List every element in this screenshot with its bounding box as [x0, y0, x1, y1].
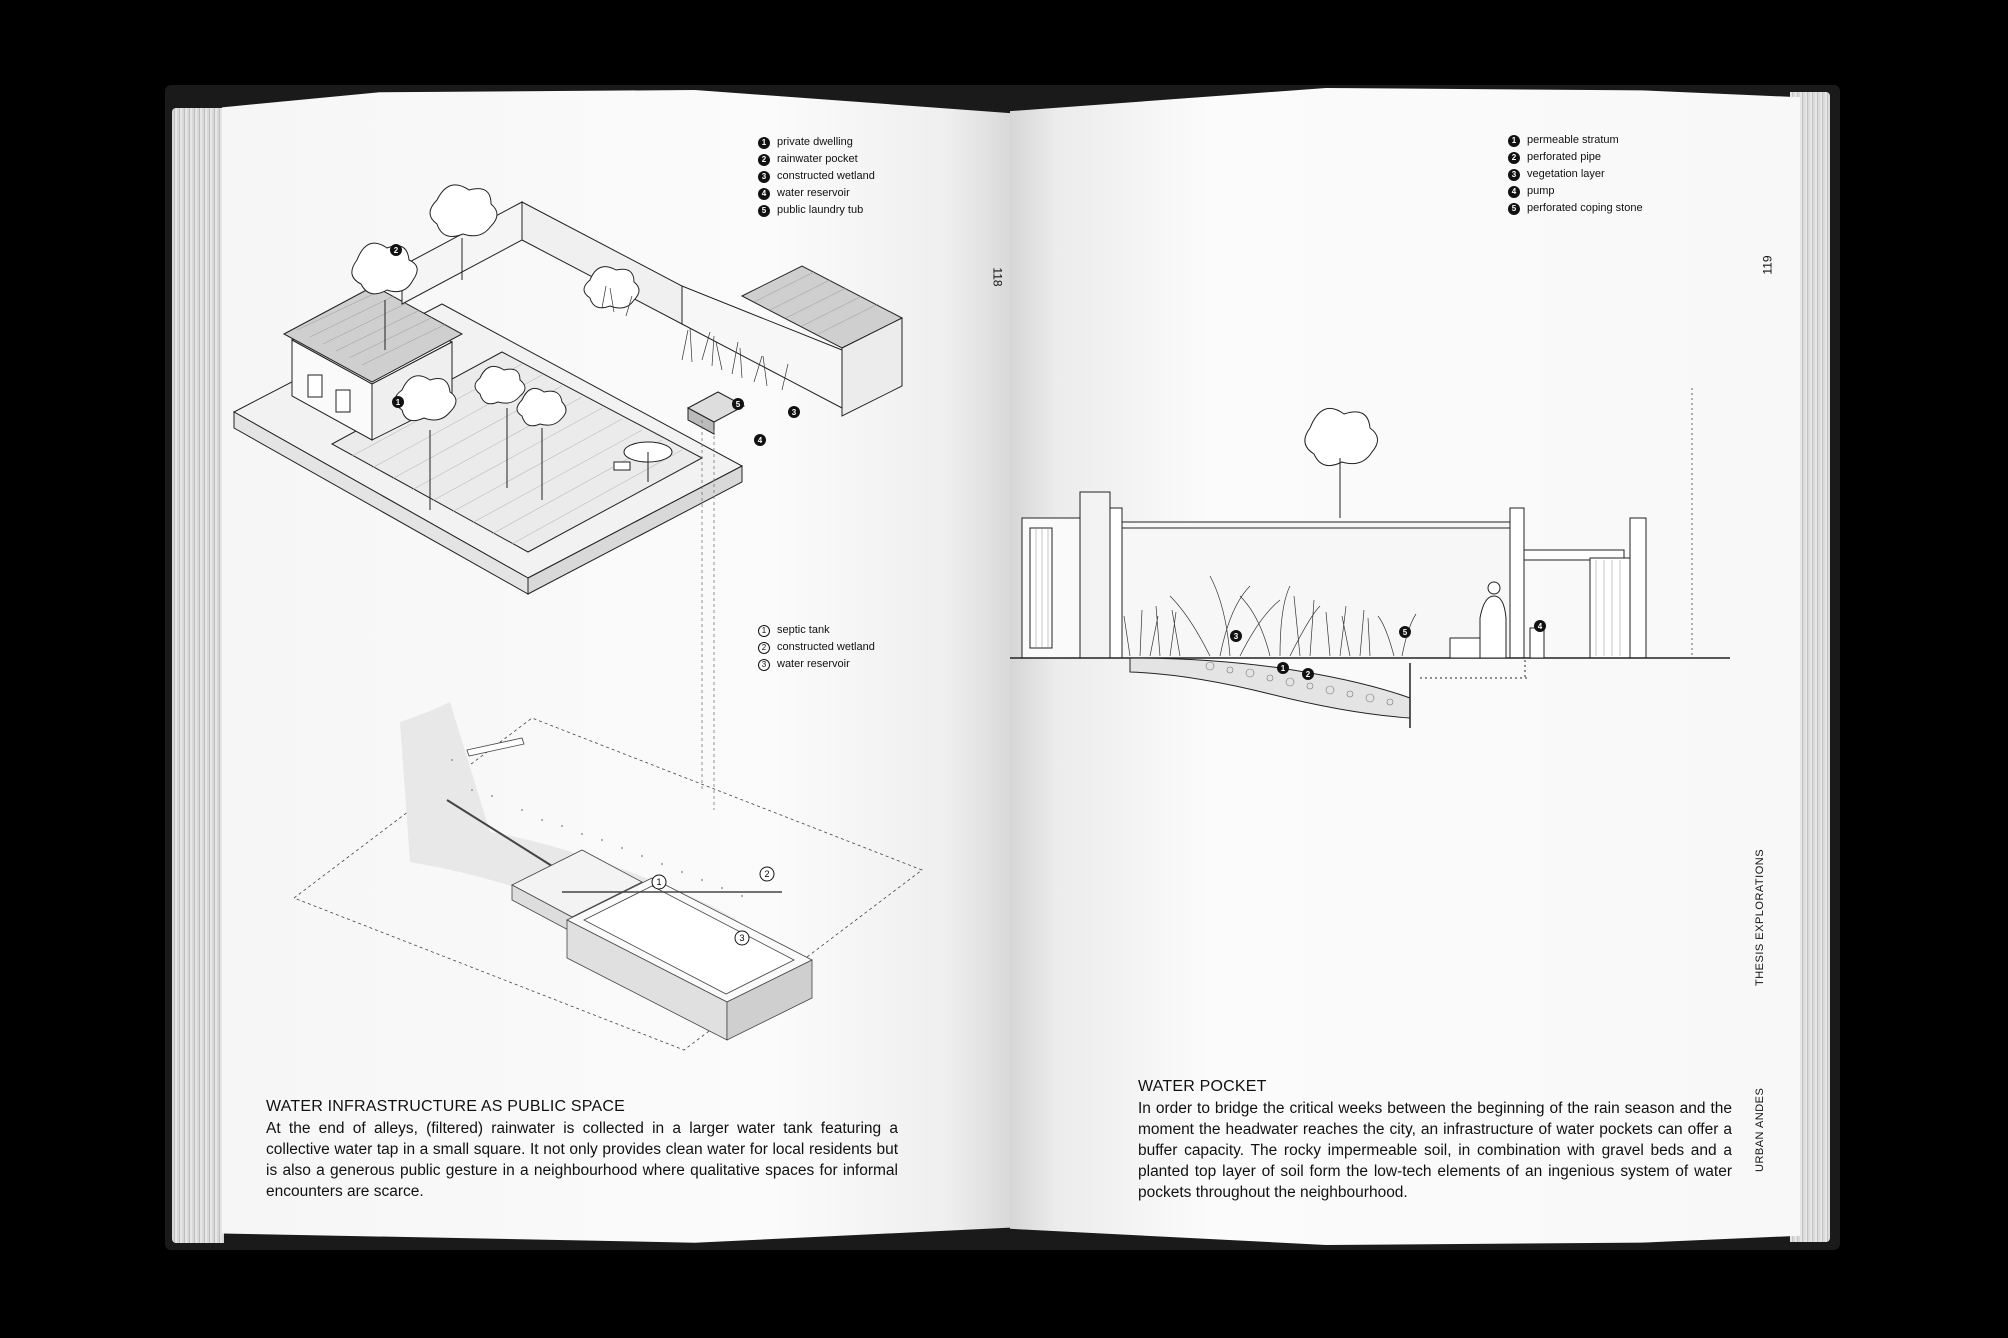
side-label-thesis: THESIS EXPLORATIONS	[1754, 848, 1766, 986]
marker: 5	[736, 400, 741, 409]
marker: 3	[739, 933, 744, 943]
marker: 1	[656, 877, 661, 887]
marker: 1	[1281, 664, 1286, 673]
marker: 2	[1306, 670, 1311, 679]
section-heading: WATER INFRASTRUCTURE AS PUBLIC SPACE	[266, 1098, 625, 1115]
section-body: In order to bridge the critical weeks be…	[1138, 1100, 1732, 1201]
right-text-block: WATER POCKET In order to bridge the crit…	[1138, 1076, 1732, 1203]
marker: 3	[1234, 632, 1239, 641]
marker: 5	[1403, 628, 1408, 637]
marker: 4	[1538, 622, 1543, 631]
marker: 2	[394, 246, 399, 255]
side-label-urban-andes: URBAN ANDES	[1754, 1087, 1766, 1172]
isometric-courtyard-drawing: 2 1 3 4 5	[232, 184, 904, 810]
marker: 4	[758, 436, 763, 445]
section-heading: WATER POCKET	[1138, 1078, 1267, 1095]
marker: 2	[764, 869, 769, 879]
section-body: At the end of alleys, (filtered) rainwat…	[266, 1120, 898, 1200]
left-text-block: WATER INFRASTRUCTURE AS PUBLIC SPACE At …	[266, 1096, 898, 1202]
marker: 1	[396, 398, 401, 407]
underground-tank-drawing: 1 2 3	[293, 702, 923, 1051]
page-stack-left	[172, 108, 224, 1243]
marker: 3	[792, 408, 797, 417]
page-number: 119	[1760, 255, 1775, 275]
water-pocket-section-drawing: 1 2 3 4 5	[1010, 388, 1730, 728]
